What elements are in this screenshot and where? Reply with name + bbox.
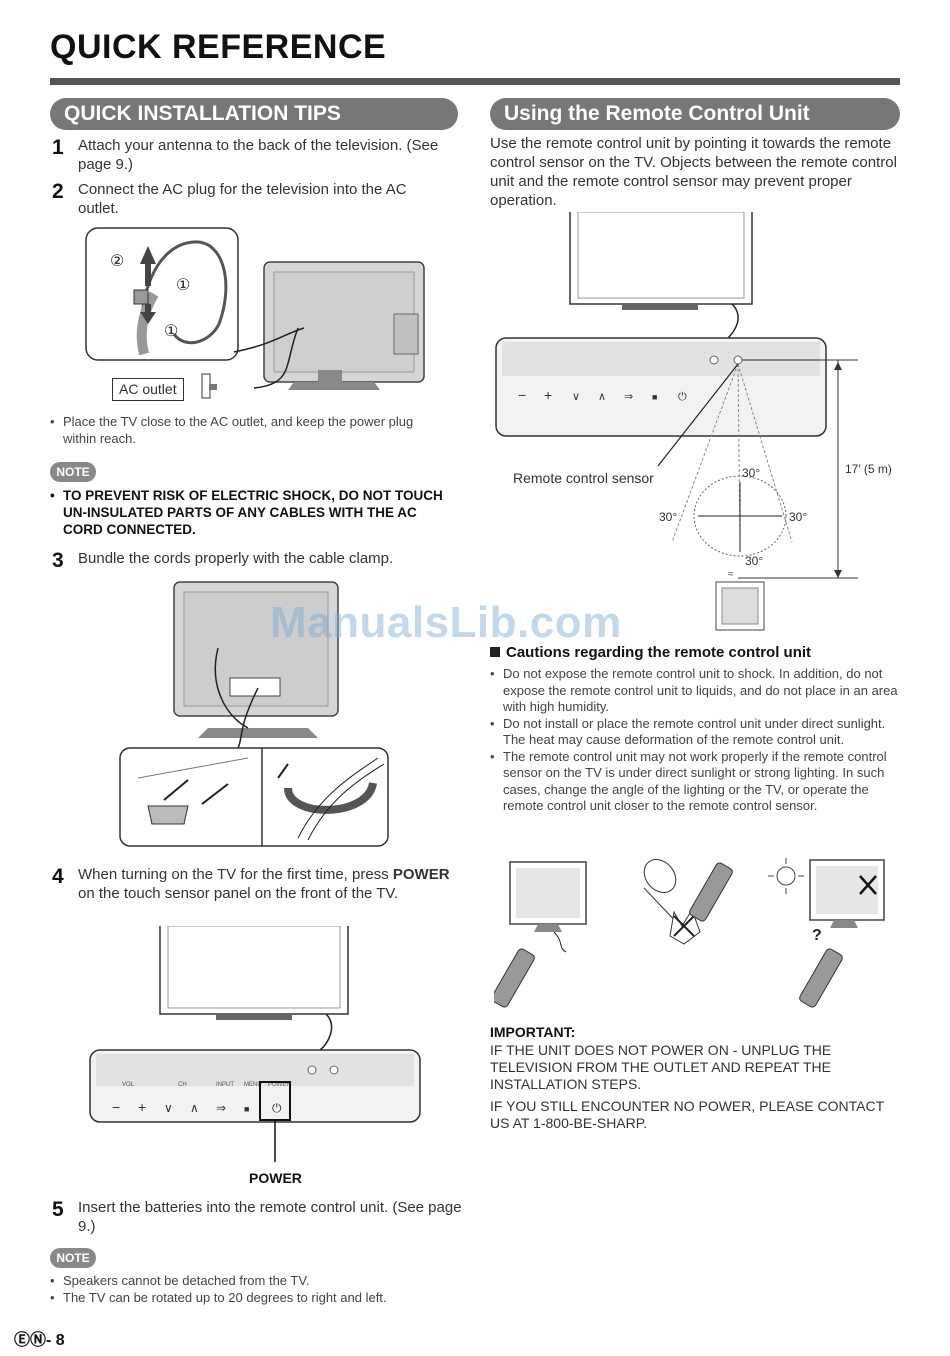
panel-label-ch: CH — [178, 1082, 187, 1088]
panel-button-plus: + — [138, 1099, 146, 1115]
caution-pictograms: ? — [494, 858, 885, 1008]
step-1-text: Attach your antenna to the back of the t… — [78, 137, 439, 173]
antenna-ac-illustration: ② ① ① — [85, 227, 425, 399]
remote-intro: Use the remote control unit by pointing … — [490, 135, 897, 209]
section-title-remote: Using the Remote Control Unit — [490, 98, 900, 130]
cable-clamp-illustration — [119, 581, 389, 847]
note-item: Speakers cannot be detached from the TV. — [50, 1273, 470, 1290]
watermark: ManualsLib.com — [270, 598, 622, 647]
svg-text:⇒: ⇒ — [624, 391, 633, 403]
caution-item: The remote control unit may not work pro… — [490, 749, 902, 815]
svg-text:≈: ≈ — [728, 569, 734, 580]
step-2-number: 2 — [52, 180, 64, 203]
angle-right: 30° — [789, 510, 808, 524]
step-5-number: 5 — [52, 1198, 64, 1221]
panel-label-input: INPUT — [216, 1082, 234, 1088]
square-bullet-icon — [490, 647, 500, 657]
section-title-installation: QUICK INSTALLATION TIPS — [50, 98, 458, 130]
panel-label-power: POWER — [268, 1082, 291, 1088]
title-rule — [50, 78, 900, 85]
panel-button-menu: ■ — [244, 1104, 249, 1114]
caution-item: Do not expose the remote control unit to… — [490, 666, 902, 716]
panel-label-vol: VOL — [122, 1082, 135, 1088]
panel-label-menu: MENU — [244, 1082, 262, 1088]
distance-label: 17′ (5 m) — [845, 462, 892, 476]
important-title: IMPORTANT: — [490, 1024, 576, 1040]
svg-text:?: ? — [812, 927, 822, 944]
step-4-text: When turning on the TV for the first tim… — [78, 865, 458, 903]
tv-remote-picto — [494, 861, 587, 1008]
important-paragraph-2: IF YOU STILL ENCOUNTER NO POWER, PLEASE … — [490, 1098, 884, 1131]
angle-left: 30° — [659, 510, 678, 524]
step-4-text-post: on the touch sensor panel on the front o… — [78, 885, 399, 902]
power-caption: POWER — [249, 1170, 302, 1186]
step-3-number: 3 — [52, 549, 64, 572]
panel-button-input: ⇒ — [216, 1101, 226, 1115]
page-footer: ⒺⓃ- 8 — [14, 1332, 65, 1349]
svg-text:∧: ∧ — [598, 391, 606, 403]
marker-1b: ① — [164, 323, 178, 340]
sensor-label: Remote control sensor — [513, 470, 654, 486]
ac-outlet-label: AC outlet — [112, 378, 184, 401]
svg-text:∨: ∨ — [572, 391, 580, 403]
cautions-title-text: Cautions regarding the remote control un… — [506, 644, 812, 661]
panel-button-power: ⏻ — [272, 1101, 282, 1115]
note-item: The TV can be rotated up to 20 degrees t… — [50, 1290, 470, 1307]
sunlight-picto: ? — [768, 858, 885, 1008]
step-4-text-bold: POWER — [392, 866, 450, 883]
remote-sensor-diagram: − + ∨ ∧ ⇒ ■ ⏻ ≈ — [495, 212, 858, 631]
note-badge: NOTE — [50, 462, 96, 482]
note-badge-2: NOTE — [50, 1248, 96, 1268]
step-1-number: 1 — [52, 136, 64, 159]
important-paragraph-1: IF THE UNIT DOES NOT POWER ON - UNPLUG T… — [490, 1042, 832, 1092]
panel-button-ch-down: ∨ — [164, 1101, 173, 1115]
angle-top: 30° — [742, 466, 761, 480]
step-2-text: Connect the AC plug for the television i… — [78, 181, 407, 217]
svg-text:⏻: ⏻ — [678, 391, 687, 403]
marker-2: ② — [110, 253, 124, 270]
svg-text:−: − — [518, 387, 526, 403]
step-4-text-pre: When turning on the TV for the first tim… — [78, 866, 393, 883]
touch-panel-illustration: VOL CH INPUT MENU POWER − + ∨ ∧ ⇒ ■ ⏻ — [89, 926, 421, 1162]
warning-item: TO PREVENT RISK OF ELECTRIC SHOCK, DO NO… — [50, 487, 460, 538]
cautions-title: Cautions regarding the remote control un… — [490, 644, 811, 661]
caution-item: Do not install or place the remote contr… — [490, 716, 902, 749]
bullet-item: Place the TV close to the AC outlet, and… — [50, 414, 450, 447]
cautions-list: Do not expose the remote control unit to… — [490, 666, 902, 815]
step-5-text: Insert the batteries into the remote con… — [78, 1199, 462, 1235]
page-title: QUICK REFERENCE — [50, 28, 387, 66]
svg-text:+: + — [544, 387, 552, 403]
marker-1a: ① — [176, 277, 190, 294]
shock-warning: TO PREVENT RISK OF ELECTRIC SHOCK, DO NO… — [50, 487, 460, 538]
angle-bottom: 30° — [745, 554, 764, 568]
panel-button-minus: − — [112, 1099, 120, 1115]
power-plug-bullets: Place the TV close to the AC outlet, and… — [50, 414, 450, 447]
svg-text:■: ■ — [652, 392, 657, 402]
liquid-shock-picto — [643, 859, 733, 945]
step-3-text: Bundle the cords properly with the cable… — [78, 550, 394, 567]
step-4-number: 4 — [52, 865, 64, 888]
panel-button-ch-up: ∧ — [190, 1101, 199, 1115]
final-notes: Speakers cannot be detached from the TV.… — [50, 1273, 470, 1306]
